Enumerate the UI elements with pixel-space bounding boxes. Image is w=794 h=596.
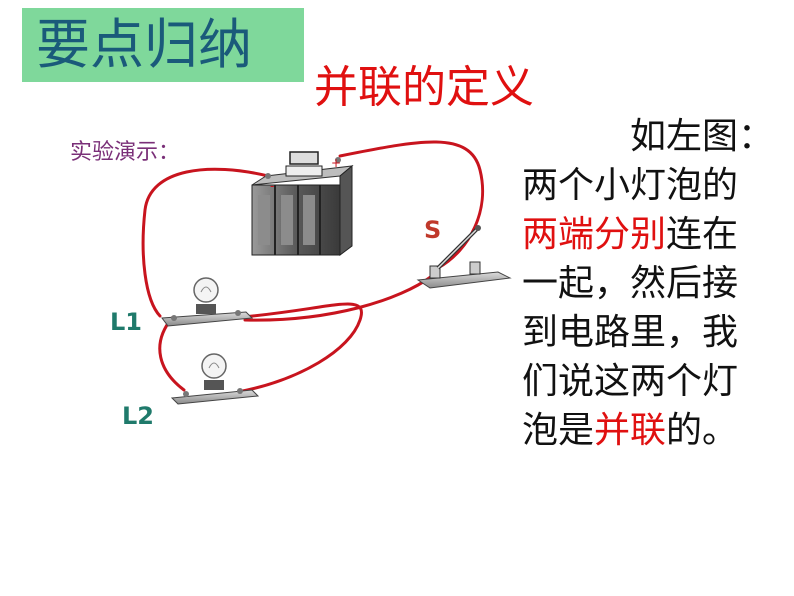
slide-subtitle: 并联的定义 bbox=[314, 62, 534, 113]
bulb-l2-label: L2 bbox=[122, 402, 154, 430]
para-highlight-parallel: 并联 bbox=[594, 410, 667, 451]
para-line-7-b: 的。 bbox=[666, 410, 739, 451]
para-line-5: 到电路里，我 bbox=[522, 312, 739, 353]
wire-l1-right-to-l2-right bbox=[230, 302, 363, 394]
wire-l1-left-to-l2-left bbox=[158, 316, 186, 392]
wire-battery-minus-to-l1 bbox=[141, 167, 270, 318]
battery: - + bbox=[251, 151, 354, 256]
wires bbox=[141, 140, 485, 394]
para-line-7: 泡是并联的。 bbox=[522, 406, 772, 455]
para-line-3-rest: 连在 bbox=[666, 214, 739, 255]
para-line-2: 两个小灯泡的 bbox=[522, 165, 739, 206]
battery-plus-sign: + bbox=[331, 156, 341, 170]
para-highlight-ends: 两端分别 bbox=[522, 214, 667, 255]
bulb-l1 bbox=[161, 277, 254, 327]
switch bbox=[416, 225, 512, 289]
para-line-4: 一起，然后接 bbox=[522, 263, 739, 304]
switch-label: S bbox=[424, 216, 441, 244]
bulb-l1-label: L1 bbox=[110, 308, 142, 336]
para-line-3: 两端分别连在 bbox=[522, 210, 772, 259]
wire-battery-plus-to-switch bbox=[338, 140, 485, 270]
demo-label: 实验演示： bbox=[70, 140, 181, 165]
battery-minus-sign: - bbox=[270, 179, 274, 193]
para-line-6: 们说这两个灯 bbox=[522, 361, 739, 402]
bulb-l2 bbox=[170, 353, 260, 405]
title-banner bbox=[22, 8, 304, 82]
para-line-1: 如左图： bbox=[630, 116, 775, 157]
slide-title: 要点归纳 bbox=[36, 13, 252, 76]
para-line-7-a: 泡是 bbox=[522, 410, 595, 451]
definition-paragraph: 如左图： 两个小灯泡的 两端分别连在 一起，然后接 到电路里，我 们说这两个灯 … bbox=[522, 112, 775, 455]
